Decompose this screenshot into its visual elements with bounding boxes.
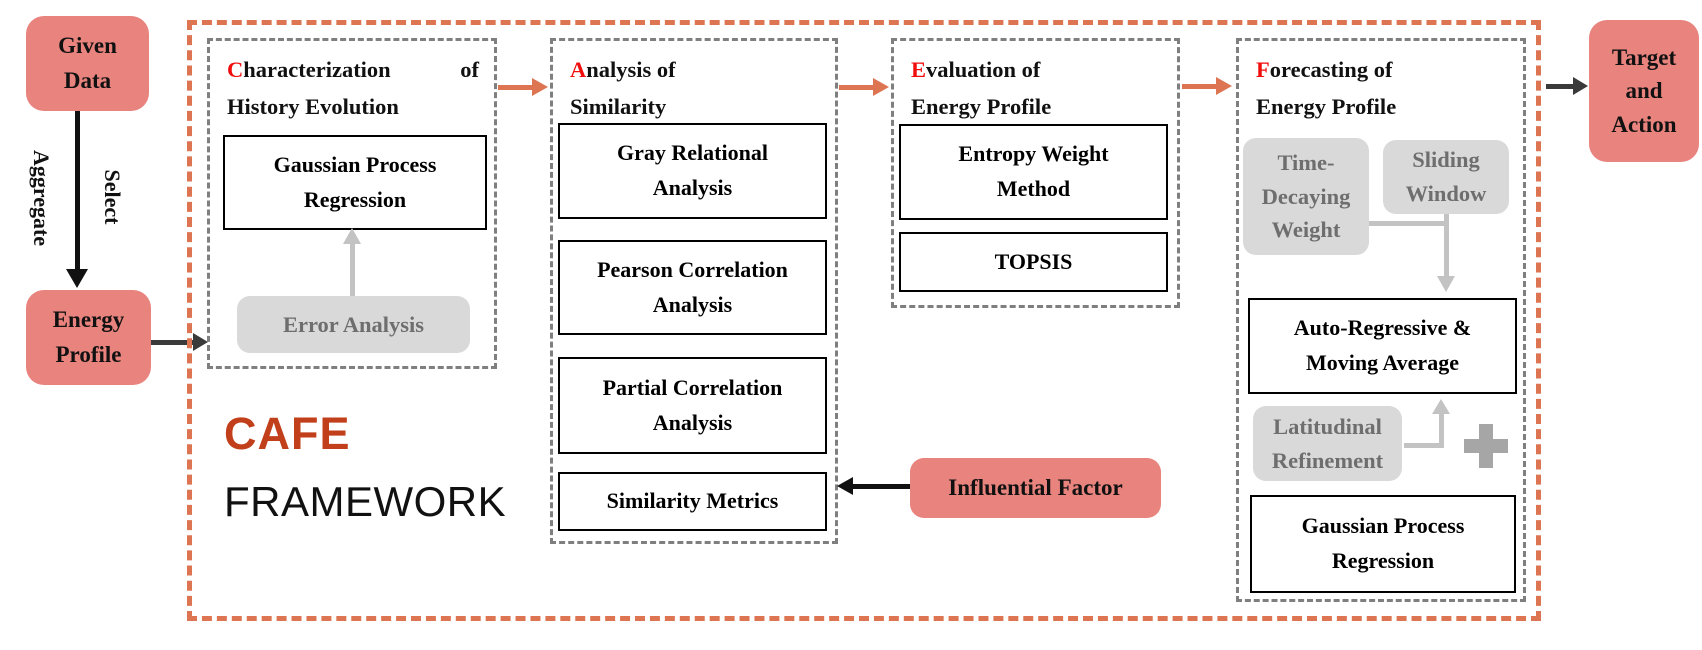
arrow-stage-3-4-head <box>1216 77 1232 95</box>
connector-weights-vertical <box>1444 214 1449 278</box>
arrow-error-to-gpr-head <box>343 228 361 244</box>
box-latitudinal-refinement: Latitudinal Refinement <box>1253 406 1402 481</box>
arrow-given-to-energy-shaft <box>75 111 80 271</box>
title-line-1: Evaluation of <box>911 57 1041 82</box>
cafe-frame-border <box>187 20 1541 621</box>
panel-analysis-title: Analysis of Similarity <box>570 51 820 125</box>
target-action-box: Target and Action <box>1589 20 1699 162</box>
arrow-latitudinal-horizontal <box>1404 443 1444 448</box>
box-sliding-window: Sliding Window <box>1383 140 1509 214</box>
panel-forecasting: Forecasting of Energy Profile <box>1236 38 1526 602</box>
box-auto-regressive-moving-average: Auto-Regressive & Moving Average <box>1248 298 1517 394</box>
panel-evaluation: Evaluation of Energy Profile <box>891 38 1180 308</box>
connector-weights-horizontal <box>1369 221 1449 226</box>
box-gaussian-process-regression-2: Gaussian Process Regression <box>1250 495 1516 593</box>
panel-characterization: Characterization of History Evolution <box>207 38 497 369</box>
box-gray-relational-analysis: Gray Relational Analysis <box>558 123 827 219</box>
arrow-frame-to-target-shaft <box>1546 84 1576 89</box>
given-data-box: Given Data <box>26 16 149 111</box>
arrow-frame-to-target-head <box>1573 77 1588 95</box>
box-gaussian-process-regression: Gaussian Process Regression <box>223 135 487 230</box>
stage-initial-a: A <box>570 57 587 82</box>
box-similarity-metrics: Similarity Metrics <box>558 472 827 531</box>
aggregate-label: Aggregate <box>29 149 54 247</box>
box-entropy-weight-method: Entropy Weight Method <box>899 124 1168 220</box>
box-pearson-correlation-analysis: Pearson Correlation Analysis <box>558 240 827 335</box>
box-topsis: TOPSIS <box>899 232 1168 292</box>
given-data-line2: Data <box>63 67 112 93</box>
arrow-latitudinal-to-arma-head <box>1432 399 1450 414</box>
arrow-energy-to-frame-head <box>193 333 208 351</box>
arrow-error-to-gpr-shaft <box>350 243 355 296</box>
influential-factor-box: Influential Factor <box>910 458 1161 518</box>
stage-initial-e: E <box>911 57 927 82</box>
arrow-latitudinal-vertical <box>1439 413 1444 448</box>
box-time-decaying-weight: Time- Decaying Weight <box>1243 138 1369 255</box>
arrow-stage-3-4-shaft <box>1182 84 1218 89</box>
select-label: Select <box>100 169 125 225</box>
plus-icon <box>1464 424 1508 468</box>
title-line-2: Similarity <box>570 94 667 120</box>
panel-evaluation-title: Evaluation of Energy Profile <box>911 51 1162 125</box>
given-data-line1: Given <box>58 33 117 58</box>
panel-characterization-title: Characterization of History Evolution <box>227 51 479 125</box>
panel-forecasting-title: Forecasting of Energy Profile <box>1256 51 1508 125</box>
title-line-1: Forecasting of <box>1256 57 1393 82</box>
arrow-given-to-energy-head <box>66 269 88 288</box>
arrow-weights-to-arma-head <box>1437 276 1455 292</box>
cafe-title: CAFE <box>224 408 351 459</box>
title-line-2: Energy Profile <box>911 94 1052 120</box>
arrow-stage-1-2-head <box>532 78 548 96</box>
title-line-2: Energy Profile <box>1256 94 1397 120</box>
title-word-2: of <box>460 57 479 82</box>
arrow-stage-2-3-head <box>873 78 889 96</box>
box-error-analysis: Error Analysis <box>237 296 470 353</box>
title-line-1: Analysis of <box>570 57 676 82</box>
panel-analysis: Analysis of Similarity <box>550 38 838 544</box>
title-word-1: Characterization <box>227 57 391 82</box>
energy-profile-line1: Energy <box>52 307 125 332</box>
stage-initial-f: F <box>1256 57 1270 82</box>
framework-title: FRAMEWORK <box>224 478 507 525</box>
box-partial-correlation-analysis: Partial Correlation Analysis <box>558 357 827 454</box>
arrow-energy-to-frame-shaft <box>151 340 196 345</box>
energy-profile-box: Energy Profile <box>26 290 151 385</box>
stage-initial-c: C <box>227 57 244 82</box>
arrow-stage-2-3-shaft <box>839 85 875 90</box>
arrow-influential-to-similarity-shaft <box>852 484 910 489</box>
title-line-2: History Evolution <box>227 94 399 120</box>
energy-profile-line2: Profile <box>55 341 122 367</box>
arrow-stage-1-2-shaft <box>498 85 534 90</box>
arrow-influential-to-similarity-head <box>837 477 853 495</box>
